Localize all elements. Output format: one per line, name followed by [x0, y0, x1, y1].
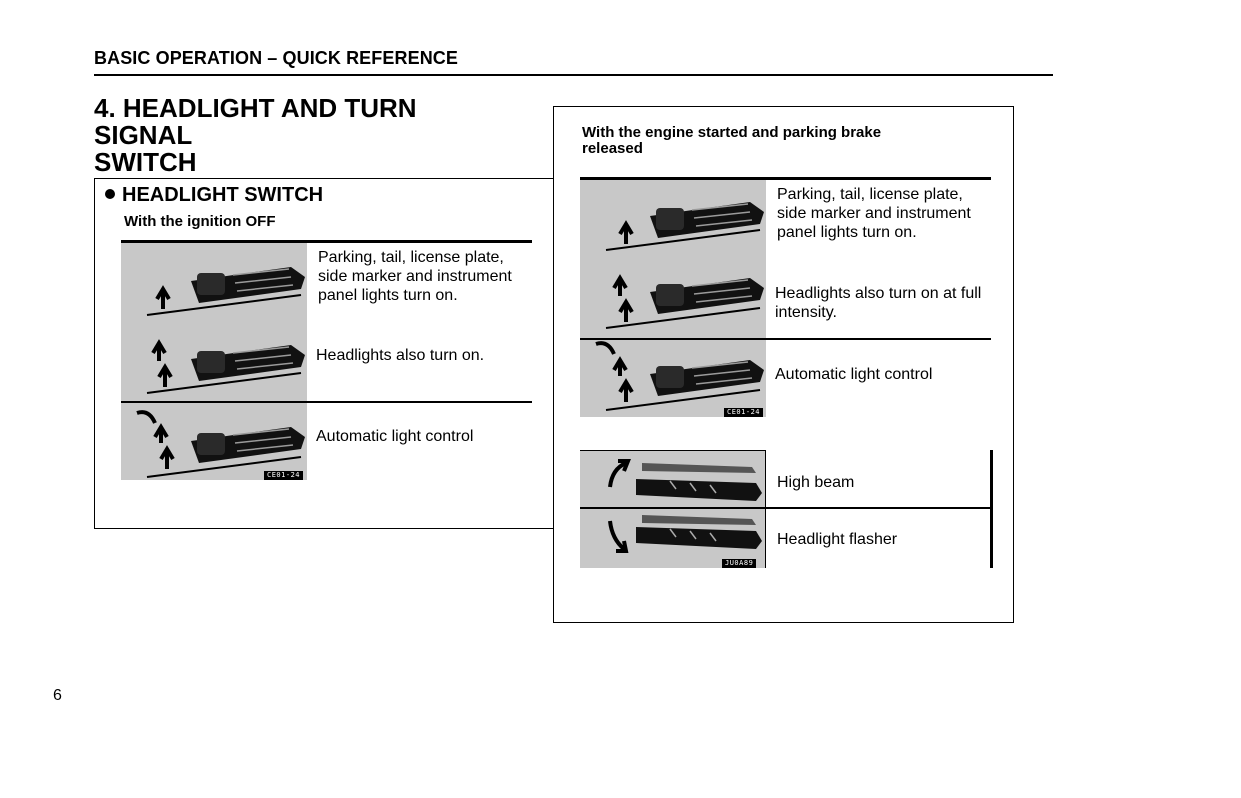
headlight-switch-box — [94, 178, 554, 529]
arrow-up-icon — [159, 445, 175, 469]
engine-started-figure-code: CE01-24 — [724, 408, 764, 417]
beam-row-2-text: Headlight flasher — [777, 531, 898, 548]
ignition-off-switch-illustration — [136, 267, 305, 478]
beam-switch-illustration — [580, 459, 766, 553]
beam-top-rule — [580, 450, 766, 451]
beam-lever-flasher — [608, 515, 762, 553]
switch-lever-2 — [146, 339, 305, 394]
beam-column-rule — [765, 451, 766, 568]
engine-started-divider — [580, 338, 991, 340]
curved-arrow-up-icon — [608, 459, 631, 488]
header-rule — [94, 74, 1053, 76]
ignition-off-row-1-text: Parking, tail, license plate, side marke… — [318, 249, 512, 304]
section-title: 4. HEADLIGHT AND TURN SIGNAL SWITCH — [94, 95, 417, 176]
engine-started-row-3-text: Automatic light control — [775, 366, 933, 383]
engine-started-row-2-text: Headlights also turn on at full intensit… — [775, 285, 982, 321]
headlight-switch-heading-text: HEADLIGHT SWITCH — [122, 184, 324, 206]
beam-right-bar — [990, 450, 993, 568]
headlight-switch-heading: HEADLIGHT SWITCH — [105, 184, 323, 207]
engine-started-row-1-text: Parking, tail, license plate, side marke… — [777, 186, 971, 241]
ignition-off-figure-code: CE01-24 — [264, 471, 304, 480]
engine-started-switch-figure — [580, 180, 766, 417]
engine-started-label: With the engine started and parking brak… — [582, 124, 882, 157]
curved-arrow-down-icon — [608, 520, 629, 553]
switch-lever-1 — [146, 267, 305, 316]
ignition-off-row-3-text: Automatic light control — [316, 428, 474, 445]
curved-arrow-icon — [136, 410, 157, 424]
switch-lever-1 — [605, 202, 764, 251]
arrow-up-icon — [155, 285, 171, 309]
engine-started-box — [553, 106, 1014, 623]
beam-switch-figure — [580, 451, 766, 568]
beam-figure-code: JU0A89 — [722, 559, 757, 568]
ignition-off-switch-figure — [121, 243, 307, 480]
arrow-up-icon — [612, 356, 628, 376]
switch-lever-3 — [136, 410, 305, 478]
ignition-off-label: With the ignition OFF — [124, 213, 276, 230]
ignition-off-row-2-text: Headlights also turn on. — [316, 347, 485, 364]
engine-started-top-rule — [580, 177, 991, 180]
page-header: BASIC OPERATION – QUICK REFERENCE — [94, 48, 459, 68]
arrow-up-icon — [612, 274, 628, 296]
beam-row-1-text: High beam — [777, 474, 855, 491]
switch-lever-3 — [595, 341, 764, 411]
curved-arrow-icon — [595, 341, 616, 355]
ignition-off-divider — [121, 401, 532, 403]
arrow-up-icon — [153, 423, 169, 443]
arrow-up-icon — [157, 363, 173, 387]
switch-lever-2 — [605, 274, 764, 329]
section-title-line-3: SWITCH — [94, 147, 197, 177]
page-number: 6 — [53, 687, 62, 704]
arrow-up-icon — [618, 298, 634, 322]
arrow-up-icon — [618, 378, 634, 402]
arrow-up-icon — [618, 220, 634, 244]
bullet-icon — [105, 189, 115, 199]
engine-started-switch-illustration — [595, 202, 764, 411]
ignition-off-top-rule — [121, 240, 532, 243]
section-title-line-1: 4. HEADLIGHT AND TURN — [94, 93, 417, 123]
beam-divider — [766, 507, 991, 509]
arrow-up-icon — [151, 339, 167, 361]
beam-lever-high — [608, 459, 762, 501]
section-title-line-2: SIGNAL — [94, 120, 193, 150]
